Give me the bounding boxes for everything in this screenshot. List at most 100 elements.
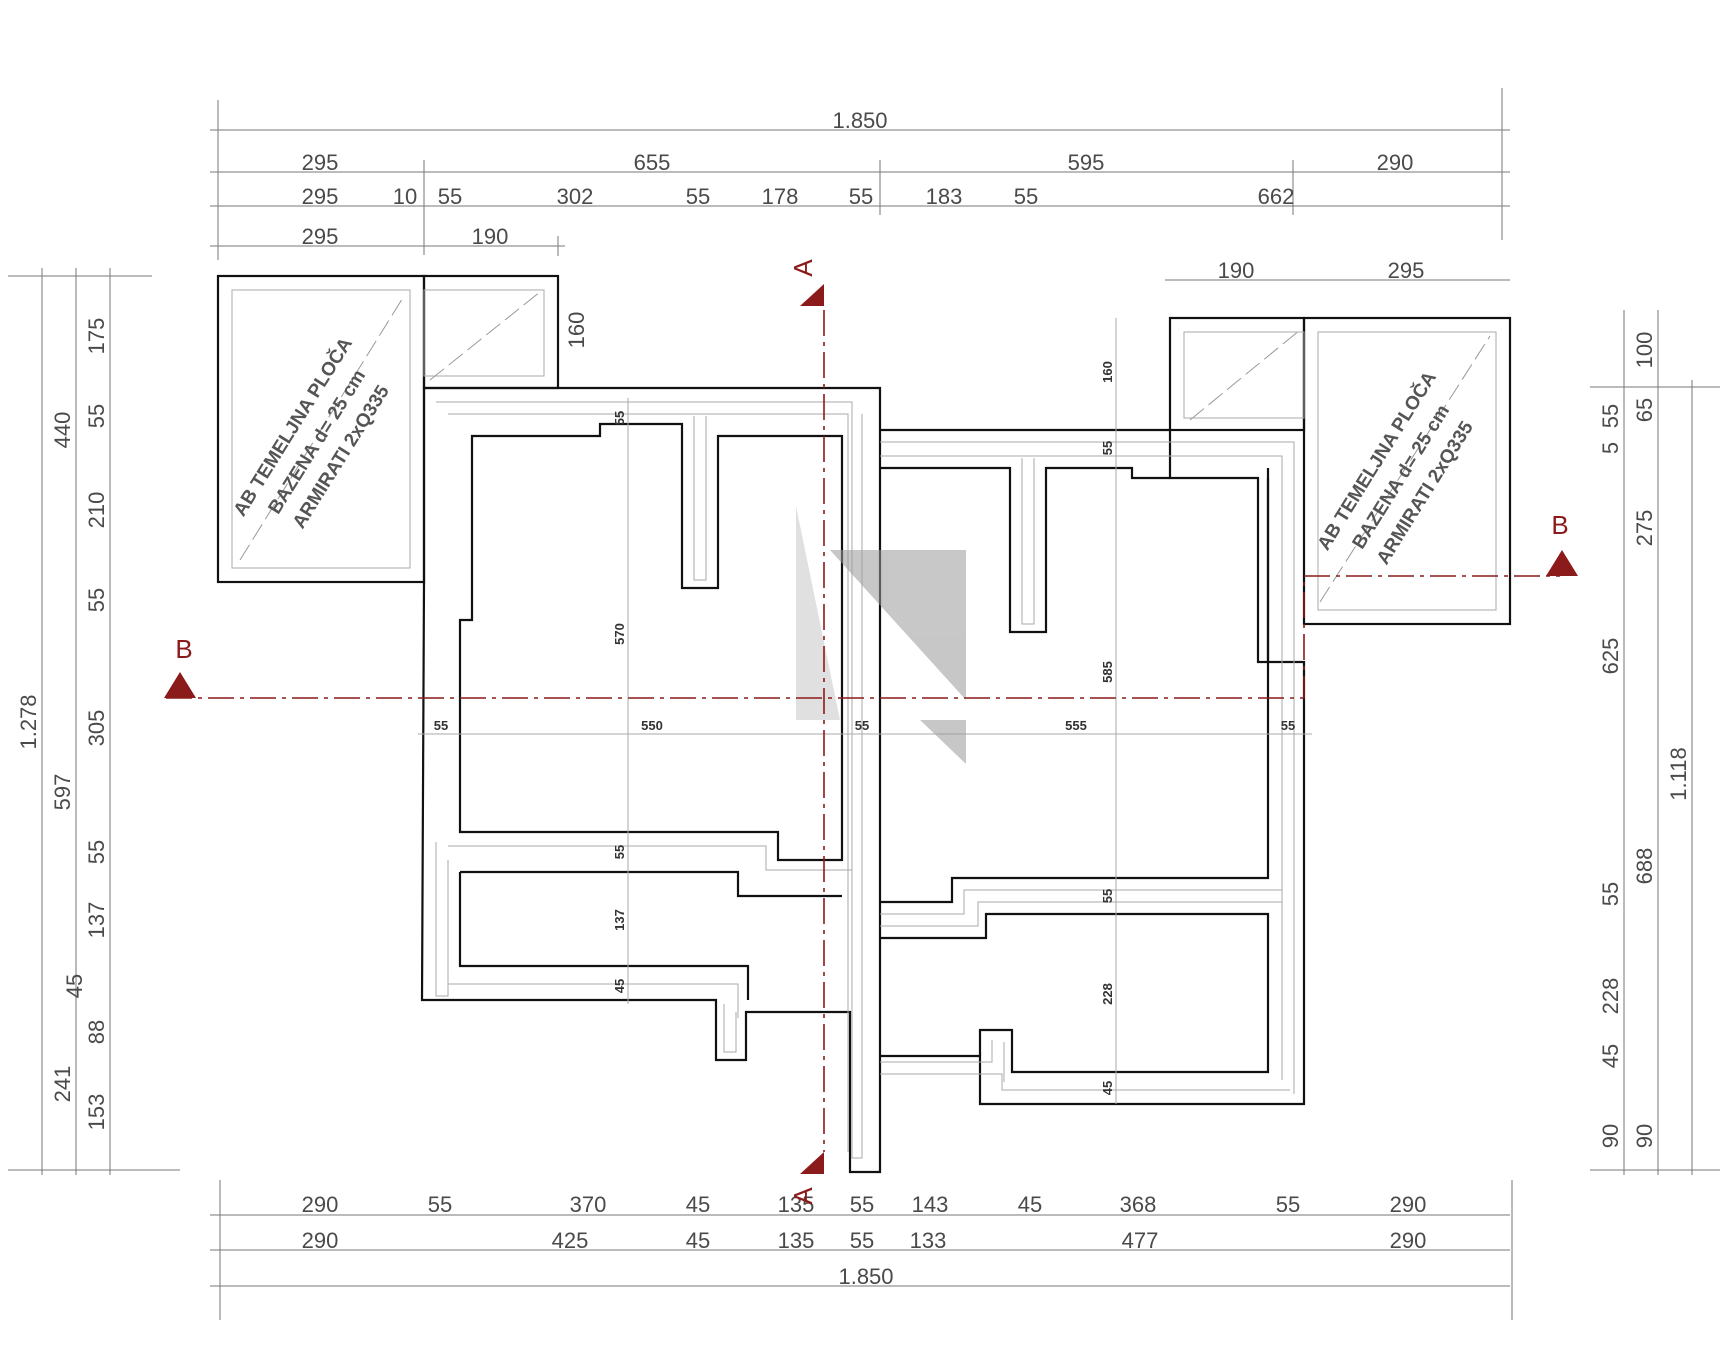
dim-bot-r1-11: 290 — [1390, 1192, 1427, 1217]
dim-top-r2-5: 55 — [686, 184, 710, 209]
dim-top-r2-6: 178 — [762, 184, 799, 209]
dim-bot-r1-10: 55 — [1276, 1192, 1300, 1217]
dim-bot-r1-3: 370 — [570, 1192, 607, 1217]
inner-dimensions: 55 550 55 555 55 55 570 55 137 45 160 55… — [418, 318, 1312, 1104]
dim-top-pool-l1: 295 — [302, 224, 339, 249]
dim-bot-r2-5: 55 — [850, 1228, 874, 1253]
inner-v-55d: 55 — [1100, 889, 1115, 903]
inner-h-55c: 55 — [1281, 718, 1295, 733]
inner-h-555: 555 — [1065, 718, 1087, 733]
dim-right-c2-7: 90 — [1598, 1124, 1623, 1148]
dim-left-c2-5: 305 — [84, 710, 109, 747]
inner-v-55a: 55 — [612, 411, 627, 425]
dim-bot-r1-4: 45 — [686, 1192, 710, 1217]
dim-bot-r1-7: 143 — [912, 1192, 949, 1217]
dim-left-c2-8: 45 — [62, 974, 87, 998]
dim-left-total: 1.278 — [16, 694, 41, 749]
dim-left-c1-2: 597 — [50, 774, 75, 811]
right-dimensions: 1.118 100 65 275 688 90 5 55 625 55 228 … — [1590, 310, 1720, 1175]
left-dimensions: 1.278 440 597 241 175 55 210 55 305 55 1… — [8, 268, 180, 1175]
foundation-left — [420, 386, 882, 1174]
foundation-right — [880, 428, 1306, 1106]
dim-right-c2-5: 228 — [1598, 978, 1623, 1015]
inner-v-55b: 55 — [612, 845, 627, 859]
dim-top-pool-r1: 190 — [1218, 258, 1255, 283]
bottom-dimensions: 290 55 370 45 135 55 143 45 368 55 290 2… — [210, 1180, 1513, 1320]
dim-bot-r2-6: 133 — [910, 1228, 947, 1253]
dim-bot-r2-3: 45 — [686, 1228, 710, 1253]
dim-left-c2-9: 88 — [84, 1020, 109, 1044]
dim-left-c2-2: 55 — [84, 404, 109, 428]
dim-top-pool-r2: 295 — [1388, 258, 1425, 283]
section-a-bottom-arrow — [800, 1152, 824, 1174]
dim-left-c2-1: 175 — [84, 318, 109, 355]
inner-v-160: 160 — [1100, 361, 1115, 383]
inner-v-55c: 55 — [1100, 441, 1115, 455]
dim-top-pool-l2: 190 — [472, 224, 509, 249]
dim-top-r1-3: 595 — [1068, 150, 1105, 175]
dim-top-r2-1: 295 — [302, 184, 339, 209]
dim-top-r1-1: 295 — [302, 150, 339, 175]
dim-bot-r1-9: 368 — [1120, 1192, 1157, 1217]
dim-top-r1-2: 655 — [634, 150, 671, 175]
dim-right-c2-4: 55 — [1598, 882, 1623, 906]
dim-right-c2-1: 5 — [1598, 442, 1623, 454]
dim-right-c1-3: 275 — [1632, 510, 1657, 547]
inner-h-550: 550 — [641, 718, 663, 733]
top-dimensions: 1.850 295 655 595 290 295 10 55 302 55 1… — [210, 88, 1510, 348]
dim-left-c2-4: 55 — [84, 588, 109, 612]
inner-h-55b: 55 — [855, 718, 869, 733]
dim-bot-r1-8: 45 — [1018, 1192, 1042, 1217]
dim-right-c1-2: 65 — [1632, 398, 1657, 422]
dim-bot-r2-7: 477 — [1122, 1228, 1159, 1253]
dim-bot-total: 1.850 — [838, 1264, 893, 1289]
pool-right: AB TEMELJNA PLOČA BAZENA d= 25 cm ARMIRA… — [1168, 316, 1512, 626]
section-cuts: A A B B — [164, 259, 1578, 1205]
inner-v-585: 585 — [1100, 661, 1115, 683]
dim-top-r2-3: 55 — [438, 184, 462, 209]
section-b-left-label: B — [175, 634, 192, 664]
dim-left-c1-1: 440 — [50, 412, 75, 449]
inner-v-45a: 45 — [612, 979, 627, 993]
dim-bot-r2-4: 135 — [778, 1228, 815, 1253]
dim-top-r1-4: 290 — [1377, 150, 1414, 175]
section-b-left-arrow — [164, 672, 196, 698]
dim-left-c2-3: 210 — [84, 492, 109, 529]
inner-h-55a: 55 — [434, 718, 448, 733]
dim-pool-left-depth: 160 — [564, 312, 589, 349]
dim-right-c1-4: 688 — [1632, 848, 1657, 885]
dim-top-r2-7: 55 — [849, 184, 873, 209]
dim-bot-r1-6: 55 — [850, 1192, 874, 1217]
dim-bot-r2-8: 290 — [1390, 1228, 1427, 1253]
dim-right-c1-5: 90 — [1632, 1124, 1657, 1148]
dim-bot-r1-5: 135 — [778, 1192, 815, 1217]
dim-left-c1-3: 241 — [50, 1066, 75, 1103]
dim-top-r2-9: 55 — [1014, 184, 1038, 209]
dim-top-r2-8: 183 — [926, 184, 963, 209]
dim-bot-r2-1: 290 — [302, 1228, 339, 1253]
dim-right-c2-2: 55 — [1598, 404, 1623, 428]
dim-top-r2-10: 662 — [1258, 184, 1295, 209]
dim-top-r2-2: 10 — [393, 184, 417, 209]
inner-v-570: 570 — [612, 623, 627, 645]
dim-right-c2-6: 45 — [1598, 1044, 1623, 1068]
section-a-top-label: A — [788, 259, 818, 277]
dim-bot-r1-1: 290 — [302, 1192, 339, 1217]
dim-left-c2-7: 137 — [84, 902, 109, 939]
section-a-bottom-label: A — [788, 1187, 818, 1205]
dim-right-total: 1.118 — [1666, 747, 1691, 800]
dim-left-c2-10: 153 — [84, 1094, 109, 1131]
watermark-logo — [750, 506, 966, 764]
dim-left-c2-6: 55 — [84, 840, 109, 864]
dim-right-c1-1: 100 — [1632, 332, 1657, 369]
pool-left: AB TEMELJNA PLOČA BAZENA d= 25 cm ARMIRA… — [216, 274, 560, 584]
dim-top-r2-4: 302 — [557, 184, 594, 209]
section-a-top-arrow — [800, 284, 824, 306]
section-b-right-label: B — [1551, 510, 1568, 540]
dim-top-total: 1.850 — [832, 108, 887, 133]
dim-right-c2-3: 625 — [1598, 638, 1623, 675]
inner-v-45b: 45 — [1100, 1081, 1115, 1095]
inner-v-228: 228 — [1100, 983, 1115, 1005]
dim-bot-r2-2: 425 — [552, 1228, 589, 1253]
